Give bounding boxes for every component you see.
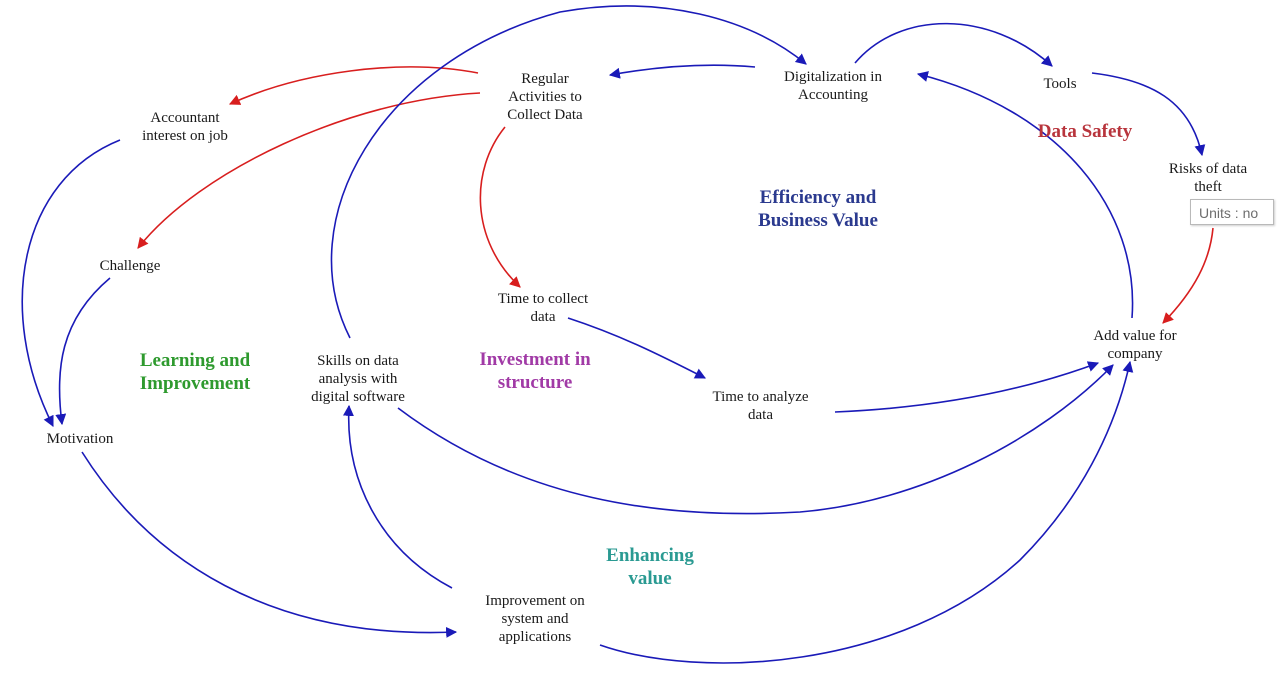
link-digitalization-to-regular [608, 64, 756, 79]
node-tools: Tools [1043, 76, 1077, 92]
link-time-analyze-to-add-value [834, 361, 1100, 413]
node-regular-activities: Regular Activities to Collect Data [507, 71, 583, 123]
node-accountant-interest: Accountant interest on job [142, 110, 228, 144]
node-challenge: Challenge [99, 258, 161, 274]
link-accountant-interest-to-motivation [21, 139, 121, 427]
link-regular-to-accountant-interest [228, 66, 479, 105]
loop-label-enhancing-value: Enhancing value [606, 545, 694, 589]
node-skills-on-data-analysis: Skills on data analysis with digital sof… [311, 353, 405, 405]
link-time-collect-to-time-analyze [567, 317, 706, 379]
link-add-value-to-digitalization [916, 71, 1134, 319]
link-regular-to-challenge [137, 92, 481, 249]
loop-label-learning-improvement: Learning and Improvement [139, 350, 251, 394]
node-time-to-collect-data: Time to collect data [497, 291, 589, 325]
link-skills-to-digitalization [330, 5, 807, 339]
node-risks-of-data-theft: Risks of data theft [1168, 161, 1248, 195]
node-add-value-for-company: Add value for company [1093, 328, 1177, 362]
link-motivation-to-improvement [81, 451, 458, 638]
link-improvement-to-add-value [599, 360, 1134, 664]
loop-label-investment-in-structure: Investment in structure [479, 349, 591, 393]
node-motivation: Motivation [46, 431, 114, 447]
link-regular-to-time-collect [479, 126, 521, 288]
units-tooltip: Units : no [1190, 199, 1274, 225]
link-digitalization-to-tools [854, 22, 1053, 67]
link-improvement-to-skills [342, 404, 453, 589]
node-digitalization-in-accounting: Digitalization in Accounting [784, 69, 882, 103]
loop-label-efficiency-business-value: Efficiency and Business Value [758, 187, 878, 231]
loop-label-data-safety: Data Safety [1037, 121, 1133, 142]
link-tools-to-risks [1091, 72, 1206, 157]
node-time-to-analyze-data: Time to analyze data [712, 389, 809, 423]
link-challenge-to-motivation [55, 277, 111, 426]
link-skills-to-add-value [397, 364, 1114, 515]
node-improvement-on-system: Improvement on system and applications [485, 593, 585, 645]
link-risks-to-add-value [1162, 227, 1214, 324]
